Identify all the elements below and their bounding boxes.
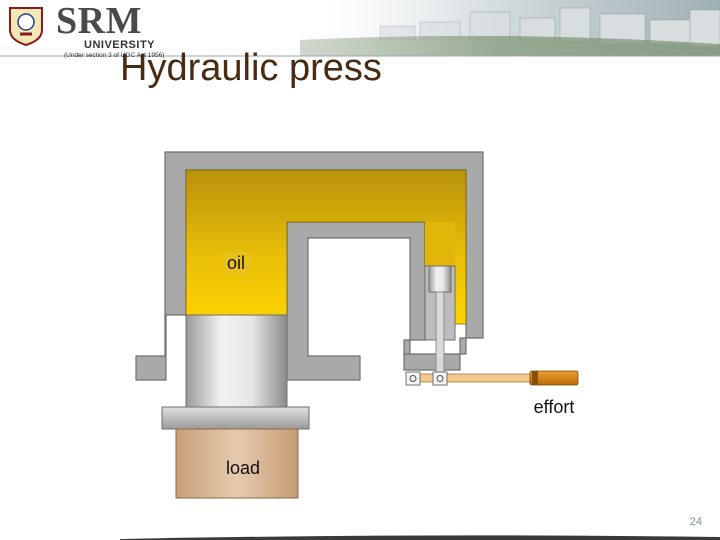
press-plate: [162, 407, 309, 429]
large-ram: [186, 315, 287, 407]
effort-label: effort: [534, 397, 575, 417]
small-plunger: [429, 266, 451, 292]
load-label: load: [226, 458, 260, 478]
rod-joint: [433, 372, 447, 385]
piston-rod: [436, 292, 444, 376]
footer-line: [120, 533, 720, 540]
page-number: 24: [690, 516, 702, 528]
lever-bar: [412, 374, 540, 382]
lever-pivot: [406, 372, 420, 385]
small-cylinder-oil: [425, 222, 455, 266]
oil-label: oil: [227, 253, 245, 273]
